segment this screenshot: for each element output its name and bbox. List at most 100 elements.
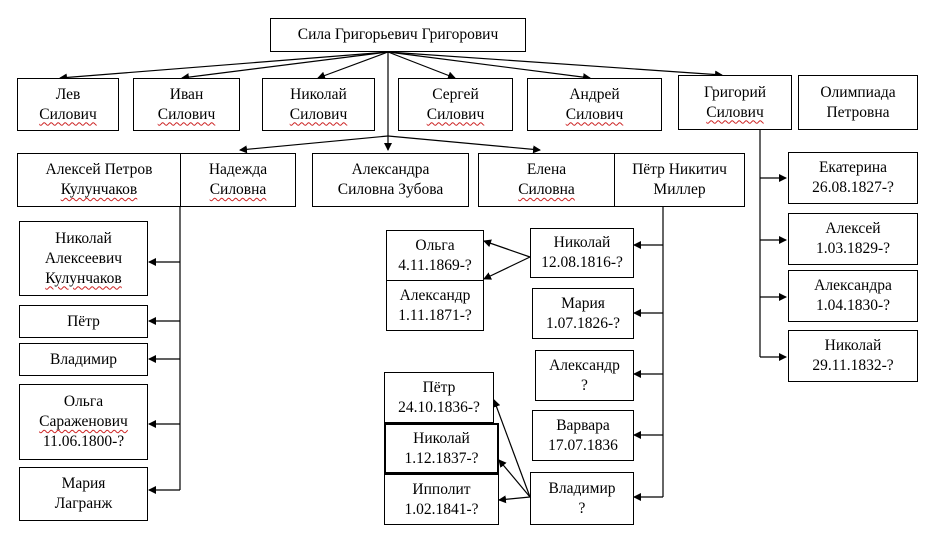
person-name-line: Николай — [824, 337, 882, 354]
person-sila-grigorovich: Сила Григорьевич Григорович — [270, 18, 526, 52]
person-petr-vladimirovich: Пётр 24.10.1836-? — [384, 372, 494, 423]
arrow-sila-sergei — [387, 51, 456, 80]
person-name-line: 1.07.1826-? — [545, 314, 621, 332]
person-name-line: Николай — [290, 85, 347, 103]
person-name-line: Елена — [526, 161, 567, 178]
person-name-line: Лев — [55, 85, 81, 103]
person-aleksei-grigorievich: Алексей 1.03.1829-? — [788, 213, 918, 265]
person-name-line: Александра — [814, 277, 892, 294]
person-name-line: Варвара — [556, 416, 610, 434]
arrow-sila-nadezhda — [239, 135, 389, 154]
person-name-line: Мария — [61, 475, 106, 492]
person-name-line: Алексеевич — [44, 249, 123, 267]
person-name-line: 1.11.1871-? — [398, 306, 472, 324]
person-name-line: Силович — [565, 105, 624, 123]
person-name-line: Алексей — [825, 220, 881, 237]
person-name-line: Силовна — [209, 181, 267, 198]
person-nikolai-miller: Николай 12.08.1816-? — [530, 228, 634, 278]
person-name-line: Силовна — [518, 181, 575, 198]
arrow-sila-elena — [387, 135, 541, 154]
arrow-to-nikolai-v — [498, 459, 531, 498]
person-name-line: ? — [578, 499, 586, 517]
person-name-line: Пётр — [422, 378, 456, 396]
person-name-line: Николай — [55, 229, 112, 247]
person-name-line: Николай — [553, 234, 611, 251]
person-name-line: Андрей — [569, 85, 620, 103]
person-name-line: Силовна Зубова — [337, 181, 444, 198]
arrow-sila-grigori — [387, 51, 723, 79]
person-name-line: 12.08.1816-? — [541, 254, 623, 271]
person-olga-miller: Ольга 4.11.1869-? — [386, 230, 484, 281]
person-name-line: Кулунчаков — [45, 269, 122, 287]
person-name-line: Мария — [561, 294, 605, 312]
person-name-line: Сила Григорьевич Григорович — [297, 26, 499, 43]
person-name-line: Пётр Никитич — [632, 161, 727, 178]
arrow-to-aleksandr-g — [483, 256, 531, 280]
person-name-line: Григорий — [703, 83, 767, 101]
person-name-line: 26.08.1827-? — [812, 179, 894, 196]
person-name-line: Петровна — [826, 103, 890, 121]
person-name-line: 4.11.1869-? — [398, 256, 472, 274]
arrow-sila-nikolai — [317, 51, 389, 80]
person-name-line: Миллер — [653, 181, 706, 198]
person-name-line: Надежда — [208, 161, 268, 178]
person-name-line: 1.04.1830-? — [815, 297, 891, 314]
person-name-line: Александр — [399, 286, 471, 304]
person-name-line: Кулунчаков — [60, 181, 138, 198]
arrow-to-petr-v — [492, 399, 531, 498]
person-name-line: Иван — [169, 85, 204, 103]
person-name-line: Сергей — [432, 85, 479, 103]
person-vladimir-kulunchakov: Владимир — [19, 343, 148, 376]
arrow-sila-lev — [59, 51, 389, 82]
person-name-line: Николай — [413, 429, 470, 447]
person-name-line: Ольга — [63, 393, 104, 410]
person-name-line: Алексей Петров — [45, 161, 153, 178]
person-petr-kulunchakov: Пётр — [19, 305, 148, 338]
person-name-line: Александра — [351, 161, 430, 178]
person-name-line: Силович — [39, 105, 97, 123]
person-name-line: 11.06.1800-? — [42, 433, 125, 450]
person-name-line: Лагранж — [54, 495, 113, 512]
arrow-to-ippolit — [498, 495, 531, 504]
person-name-line: Сараженович — [39, 413, 128, 430]
person-aleksandr-miller-grandson: Александр 1.11.1871-? — [386, 280, 484, 331]
person-name-line: 1.12.1837-? — [404, 449, 479, 467]
person-name-line: Силович — [426, 105, 485, 123]
person-name-line: 1.03.1829-? — [815, 240, 891, 257]
arrow-sila-andrei — [387, 51, 591, 82]
arrow-sila-ivan — [181, 51, 389, 82]
person-aleksandra-grigorievna: Александра 1.04.1830-? — [788, 270, 918, 322]
person-name-line: Силович — [706, 103, 764, 121]
person-maria-miller: Мария 1.07.1826-? — [532, 288, 634, 339]
person-aleksandr-miller: Александр? — [535, 350, 634, 401]
person-name-line: Силович — [157, 105, 216, 123]
person-name-line: Владимир — [548, 479, 616, 497]
person-name-line: Пётр — [67, 312, 100, 330]
arrow-to-olga-m — [483, 239, 531, 258]
person-nikolai-vladimirovich: Николай 1.12.1837-? — [384, 423, 499, 474]
person-name-line: Ипполит — [412, 480, 471, 498]
person-name-line: Ольга — [415, 236, 455, 254]
person-name-line: 24.10.1836-? — [398, 398, 480, 416]
person-name-line: Александр — [549, 356, 620, 374]
person-name-line: Олимпиада — [820, 83, 896, 101]
